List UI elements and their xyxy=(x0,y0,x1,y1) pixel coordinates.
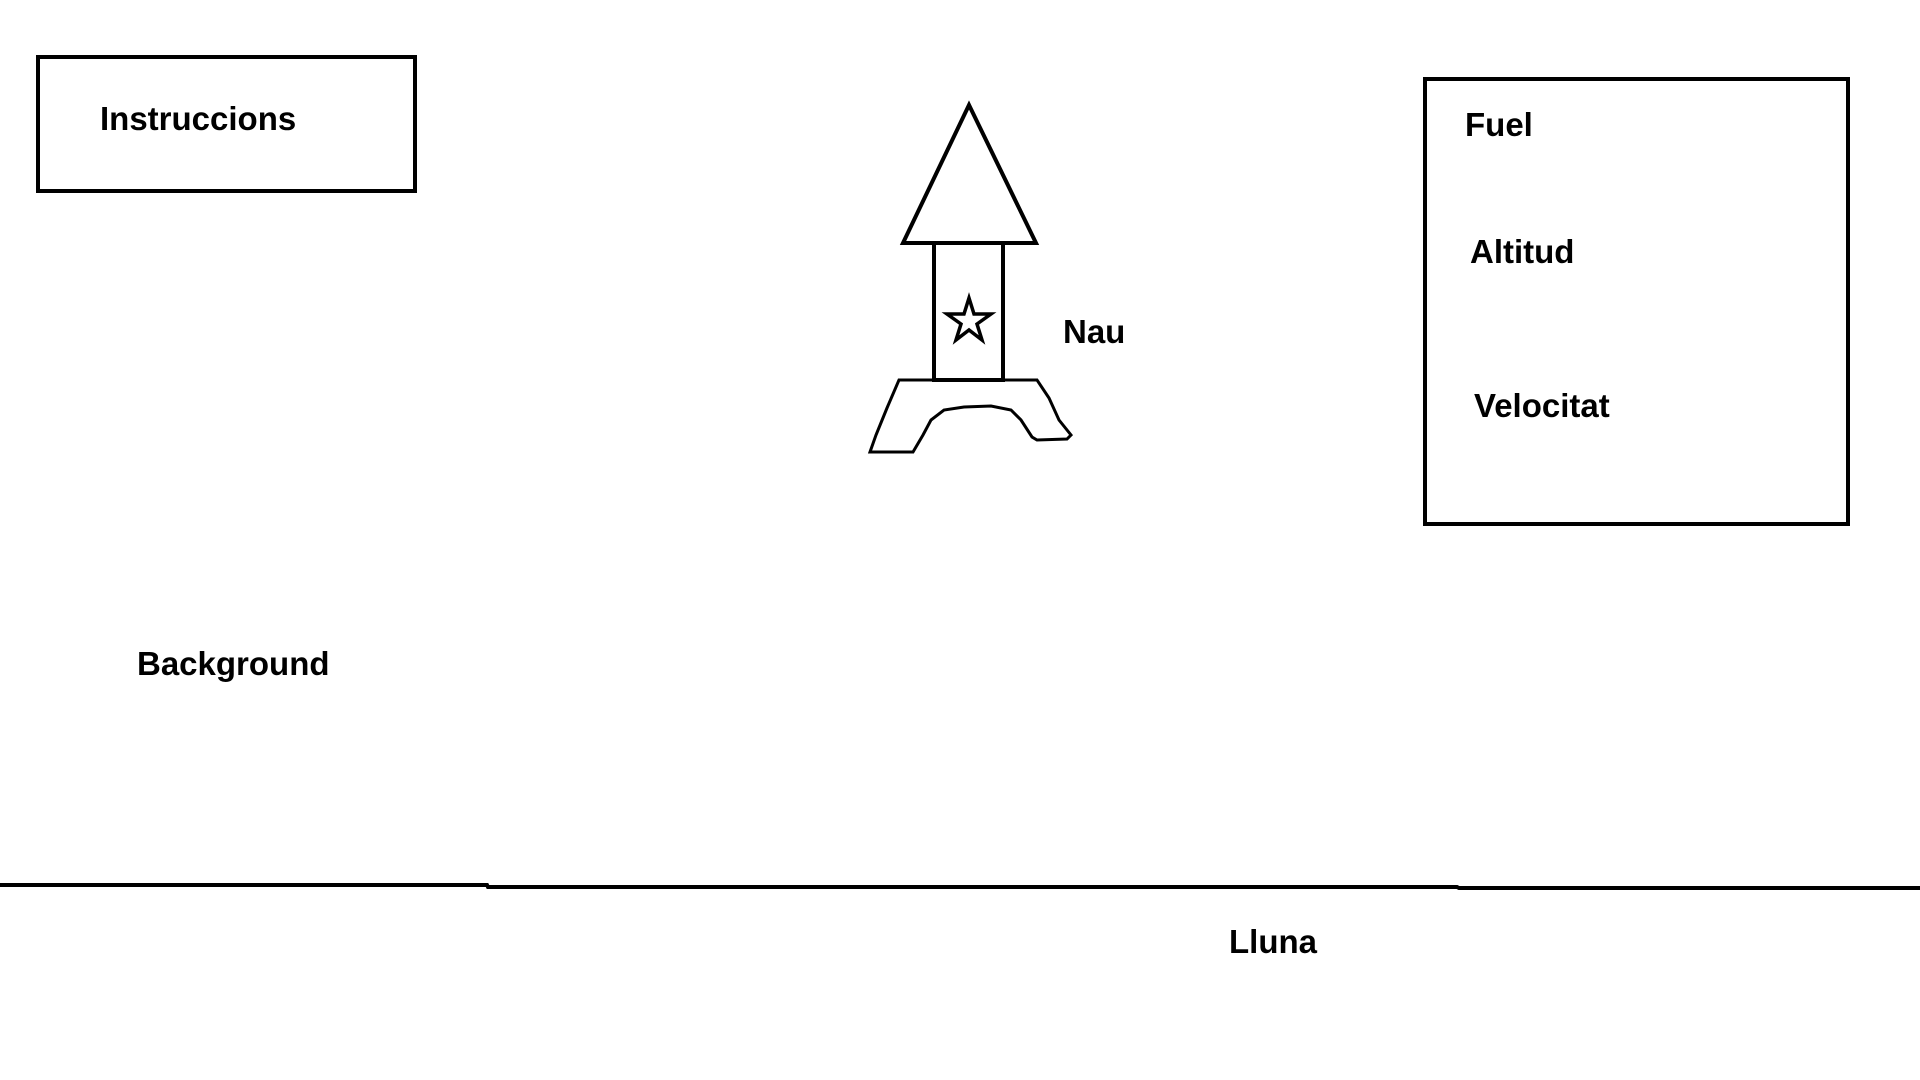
stats-panel: Fuel Altitud Velocitat xyxy=(1423,77,1850,526)
star-icon xyxy=(941,292,997,345)
moon-surface-line xyxy=(0,883,1920,890)
rocket-body xyxy=(932,241,1005,382)
velocity-label: Velocitat xyxy=(1474,387,1610,424)
rocket-landing-legs xyxy=(867,378,1074,454)
instructions-label: Instruccions xyxy=(100,100,297,137)
altitude-label: Altitud xyxy=(1470,233,1575,270)
instructions-button[interactable]: Instruccions xyxy=(36,55,417,193)
moon-label: Lluna xyxy=(1229,923,1317,960)
background-label: Background xyxy=(137,645,330,682)
rocket-icon xyxy=(867,100,1074,454)
fuel-label: Fuel xyxy=(1465,106,1533,143)
ship-label: Nau xyxy=(1063,313,1126,350)
rocket-nose-cone xyxy=(899,100,1040,245)
